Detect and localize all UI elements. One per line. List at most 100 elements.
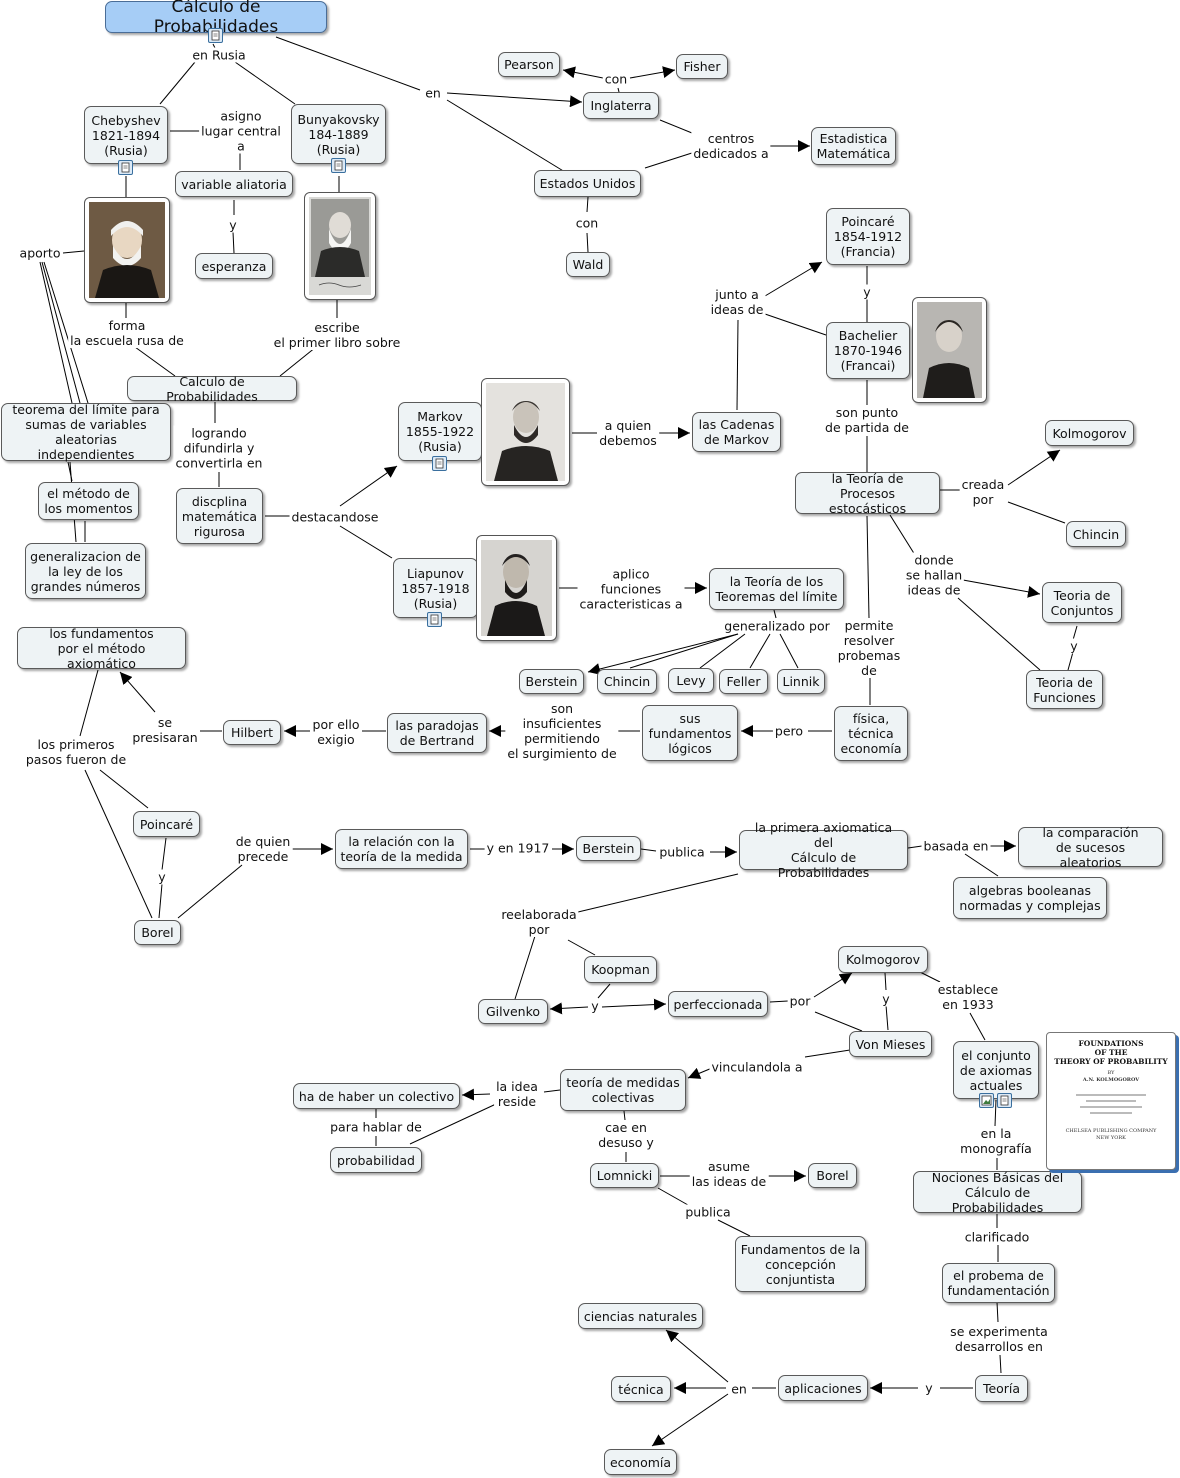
node-teoria[interactable]: Teoría bbox=[975, 1375, 1028, 1402]
link-label: en bbox=[729, 1382, 749, 1397]
link-label: en bbox=[423, 86, 443, 101]
node-gilvenko[interactable]: Gilvenko bbox=[478, 999, 548, 1024]
link-label: logrando difundirla y convertirla en bbox=[174, 426, 265, 471]
node-paradojas-bertrand[interactable]: las paradojas de Bertrand bbox=[387, 713, 487, 753]
link-label: generalizado por bbox=[722, 619, 831, 634]
node-lomnicki[interactable]: Lomnicki bbox=[590, 1163, 659, 1188]
node-teoria-funciones[interactable]: Teoria de Funciones bbox=[1026, 670, 1103, 709]
node-kolmogorov-top[interactable]: Kolmogorov bbox=[1045, 420, 1134, 446]
node-teoremas-limite[interactable]: la Teoría de los Teoremas del límite bbox=[709, 568, 844, 610]
bunyakovsky-portrait-image[interactable] bbox=[304, 192, 376, 300]
node-nociones-basicas[interactable]: Nociones Básicas del Cálculo de Probabil… bbox=[913, 1171, 1082, 1213]
node-economia[interactable]: economía bbox=[604, 1449, 677, 1475]
node-fisher[interactable]: Fisher bbox=[676, 54, 728, 79]
link-label: permite resolver probemas de bbox=[836, 618, 902, 678]
document-icon[interactable] bbox=[432, 456, 447, 471]
markov-portrait-image[interactable] bbox=[481, 378, 570, 486]
node-perfeccionada[interactable]: perfeccionada bbox=[668, 991, 768, 1017]
node-liapunov[interactable]: Liapunov 1857-1918 (Rusia) bbox=[393, 558, 478, 618]
node-koopman[interactable]: Koopman bbox=[584, 956, 657, 983]
link-label: se experimenta desarrollos en bbox=[948, 1324, 1050, 1354]
document-icon[interactable] bbox=[427, 612, 442, 627]
document-icon[interactable] bbox=[331, 158, 346, 173]
node-tecnica[interactable]: técnica bbox=[611, 1376, 671, 1402]
node-teoria-conjuntos[interactable]: Teoria de Conjuntos bbox=[1042, 582, 1122, 623]
link-label: son insuficientes permitiendo el surgimi… bbox=[505, 701, 618, 761]
node-cadenas-markov[interactable]: las Cadenas de Markov bbox=[692, 412, 781, 452]
link-label: la idea reside bbox=[494, 1079, 540, 1109]
node-esperanza[interactable]: esperanza bbox=[195, 253, 273, 279]
node-comparacion-sucesos[interactable]: la comparación de sucesos aleatorios bbox=[1018, 827, 1163, 867]
link-label: con bbox=[603, 72, 629, 87]
node-conjunto-axiomas[interactable]: el conjunto de axiomas actuales bbox=[953, 1041, 1039, 1099]
node-wald[interactable]: Wald bbox=[566, 252, 610, 277]
link-label: se presisaran bbox=[130, 715, 199, 745]
node-levy[interactable]: Levy bbox=[668, 668, 714, 693]
link-label: aporto bbox=[18, 246, 63, 261]
node-medidas-colectivas[interactable]: teoría de medidas colectivas bbox=[560, 1069, 686, 1111]
node-estados-unidos[interactable]: Estados Unidos bbox=[534, 170, 641, 197]
node-hilbert[interactable]: Hilbert bbox=[223, 720, 281, 745]
link-label: y bbox=[861, 285, 872, 300]
node-probema-fundamentacion[interactable]: el probema de fundamentación bbox=[942, 1263, 1055, 1303]
node-bachelier[interactable]: Bachelier 1870-1946 (Francai) bbox=[826, 322, 910, 379]
node-primera-axiomatica[interactable]: la primera axiomatica del Cálculo de Pro… bbox=[739, 830, 908, 870]
document-icon[interactable] bbox=[997, 1093, 1012, 1108]
node-disciplina-matematica[interactable]: discplina matemática rigurosa bbox=[176, 488, 263, 544]
link-label: aplico funciones caracteristicas a bbox=[578, 567, 685, 612]
node-fundamentos-axiomatico[interactable]: los fundamentos por el método axiomático bbox=[17, 627, 186, 669]
node-relacion-medida[interactable]: la relación con la teoría de la medida bbox=[335, 829, 468, 869]
image-icon[interactable] bbox=[979, 1093, 994, 1108]
node-probabilidad[interactable]: probabilidad bbox=[330, 1147, 422, 1173]
link-label: y bbox=[880, 992, 891, 1007]
node-chincin-right[interactable]: Chincin bbox=[1066, 521, 1126, 547]
link-label: asume las ideas de bbox=[690, 1159, 769, 1189]
node-borel-2[interactable]: Borel bbox=[808, 1163, 857, 1188]
node-colectivo[interactable]: ha de haber un colectivo bbox=[293, 1083, 460, 1109]
link-label: escribe el primer libro sobre bbox=[272, 320, 403, 350]
document-icon[interactable] bbox=[208, 28, 223, 43]
node-bunyakovsky[interactable]: Bunyakovsky 184-1889 (Rusia) bbox=[291, 104, 386, 164]
link-label: a quien debemos bbox=[597, 418, 659, 448]
node-kolmogorov-2[interactable]: Kolmogorov bbox=[838, 946, 928, 973]
node-estadistica-matematica[interactable]: Estadistica Matemática bbox=[811, 127, 896, 165]
liapunov-portrait-image[interactable] bbox=[476, 535, 557, 641]
node-generalizacion-ley[interactable]: generalizacion de la ley de los grandes … bbox=[25, 543, 146, 599]
node-linnik[interactable]: Linnik bbox=[777, 669, 825, 694]
bachelier-portrait-image[interactable] bbox=[912, 297, 987, 403]
node-borel-1[interactable]: Borel bbox=[134, 920, 181, 945]
node-berstein-2[interactable]: Berstein bbox=[576, 836, 641, 861]
node-ciencias-naturales[interactable]: ciencias naturales bbox=[578, 1303, 703, 1329]
node-pearson[interactable]: Pearson bbox=[498, 52, 560, 77]
link-label: publica bbox=[657, 845, 706, 860]
node-chincin[interactable]: Chincin bbox=[597, 669, 657, 694]
node-variable-aliatoria[interactable]: variable aliatoria bbox=[175, 171, 293, 197]
node-calculo-probabilidades[interactable]: Calculo de Probabilidades bbox=[127, 376, 297, 401]
link-label: asigno lugar central a bbox=[199, 109, 283, 154]
node-teorema-limite[interactable]: teorema del límite para sumas de variabl… bbox=[1, 403, 171, 461]
node-feller[interactable]: Feller bbox=[719, 669, 768, 694]
node-poincare-2[interactable]: Poincaré bbox=[133, 811, 200, 837]
link-label: los primeros pasos fueron de bbox=[24, 737, 128, 767]
node-fundamentos-conjuntista[interactable]: Fundamentos de la concepción conjuntista bbox=[735, 1236, 866, 1292]
node-inglaterra[interactable]: Inglaterra bbox=[583, 92, 659, 119]
node-fisica-tecnica-economia[interactable]: física, técnica economía bbox=[834, 706, 908, 761]
link-label: para hablar de bbox=[328, 1120, 424, 1135]
node-procesos-estocasticos[interactable]: la Teoría de Procesos estocásticos bbox=[795, 472, 940, 514]
link-label: vinculandola a bbox=[710, 1060, 805, 1075]
chebyshev-portrait-image[interactable] bbox=[84, 197, 170, 303]
kolmogorov-book-cover-image[interactable]: FOUNDATIONS OF THE THEORY OF PROBABILITY… bbox=[1046, 1032, 1176, 1170]
node-algebras-booleanas[interactable]: algebras booleanas normadas y complejas bbox=[953, 877, 1107, 919]
node-von-mieses[interactable]: Von Mieses bbox=[849, 1031, 932, 1057]
link-label: creada por bbox=[960, 477, 1007, 507]
book-publisher: CHELSEA PUBLISHING COMPANY NEW YORK bbox=[1051, 1128, 1171, 1142]
node-fundamentos-logicos[interactable]: sus fundamentos lógicos bbox=[642, 705, 738, 761]
node-poincare-1854[interactable]: Poincaré 1854-1912 (Francia) bbox=[826, 208, 910, 265]
node-markov[interactable]: Markov 1855-1922 (Rusia) bbox=[398, 402, 482, 461]
node-metodo-momentos[interactable]: el método de los momentos bbox=[38, 482, 139, 520]
node-aplicaciones[interactable]: aplicaciones bbox=[778, 1375, 868, 1401]
node-berstein-1[interactable]: Berstein bbox=[519, 669, 584, 694]
link-label: junto a ideas de bbox=[709, 287, 766, 317]
document-icon[interactable] bbox=[118, 160, 133, 175]
node-chebyshev[interactable]: Chebyshev 1821-1894 (Rusia) bbox=[84, 106, 168, 164]
